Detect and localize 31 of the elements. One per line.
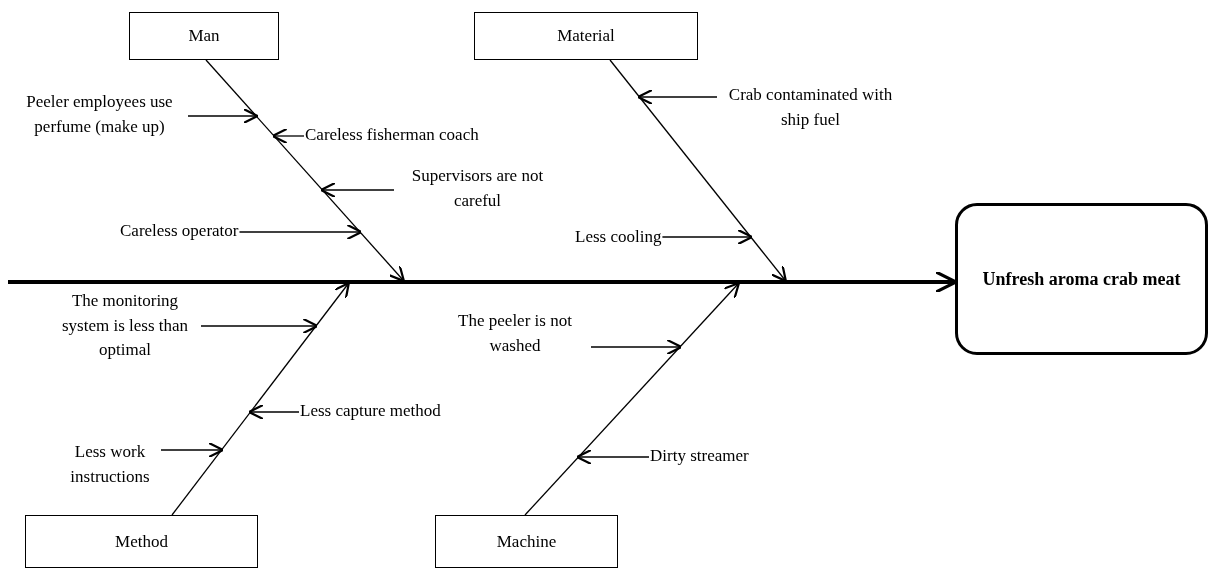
effect-box: Unfresh aroma crab meat (955, 203, 1208, 355)
cause-text: Less cooling (575, 225, 662, 250)
arrow (200, 317, 319, 335)
cause-text: Less work instructions (60, 440, 160, 490)
cause-text: Peeler employees use perfume (make up) (12, 90, 187, 140)
arrow (271, 127, 305, 145)
arrow (160, 441, 225, 459)
arrow (247, 403, 300, 421)
category-box: Material (474, 12, 698, 60)
cause-text: Less capture method (300, 399, 441, 424)
cause-text: Supervisors are not careful (395, 164, 560, 214)
arrow (661, 228, 754, 246)
cause-text: Dirty streamer (650, 444, 749, 469)
arrow (238, 223, 363, 241)
category-box: Method (25, 515, 258, 568)
cause-text: Careless fisherman coach (305, 123, 479, 148)
bone-arrow (205, 59, 406, 283)
cause-text: The peeler is not washed (440, 309, 590, 359)
category-box: Machine (435, 515, 618, 568)
arrow (575, 448, 650, 466)
bone-arrow (171, 281, 350, 516)
bone-arrow (524, 281, 741, 516)
cause-text: The monitoring system is less than optimal (50, 289, 200, 363)
cause-text: Crab contaminated with ship fuel (718, 83, 903, 133)
arrow (590, 338, 683, 356)
arrow (636, 88, 718, 106)
category-box: Man (129, 12, 279, 60)
cause-text: Careless operator (120, 219, 239, 244)
arrow (319, 181, 395, 199)
bone-arrow (609, 59, 787, 283)
arrow (187, 107, 259, 125)
